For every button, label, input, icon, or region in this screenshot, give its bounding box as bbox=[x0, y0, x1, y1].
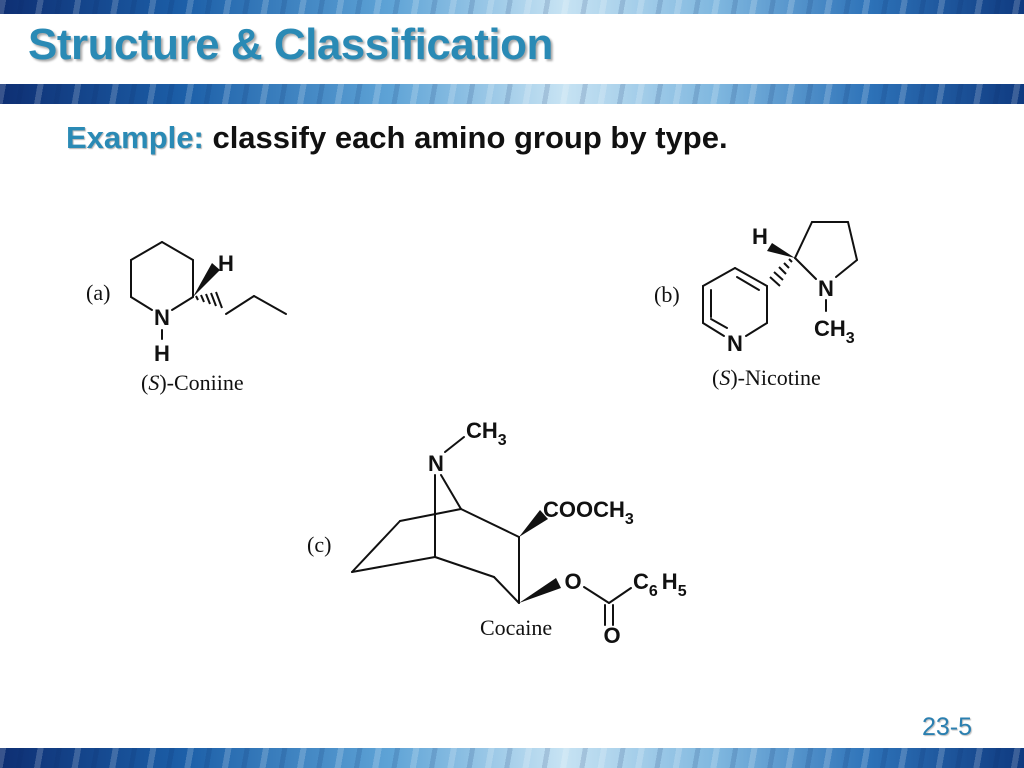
cocaine-ring-bond bbox=[351, 556, 436, 573]
cocaine-ester-bond bbox=[583, 586, 610, 604]
coniine-n-hydrogen: H bbox=[154, 341, 170, 366]
nicotine-pyrrolidine-bond bbox=[835, 259, 858, 278]
nicotine-pyridine-bond bbox=[702, 322, 725, 337]
nicotine-pyridine-bond bbox=[745, 322, 768, 337]
cocaine-nitrogen: N bbox=[428, 451, 444, 476]
cocaine-methyl: CH3 bbox=[466, 418, 507, 449]
nicotine-hash-bond bbox=[769, 258, 793, 287]
nicotine-methyl: CH3 bbox=[814, 316, 855, 347]
title-decorative-band bbox=[0, 84, 1024, 104]
coniine-bond bbox=[171, 296, 194, 311]
cocaine-ester-bond bbox=[608, 587, 632, 604]
slide-number: 23-5 bbox=[921, 713, 972, 741]
coniine-chain-bond bbox=[225, 295, 255, 315]
cocaine-o-wedge bbox=[519, 578, 561, 603]
nicotine-double-bond bbox=[710, 318, 728, 329]
bottom-decorative-band bbox=[0, 748, 1024, 768]
coniine-wedge-bond bbox=[193, 263, 220, 297]
nicotine-wedge-bond bbox=[767, 243, 795, 258]
nicotine-pyridine-bond bbox=[702, 267, 736, 287]
coniine-nitrogen: N bbox=[154, 305, 170, 330]
cocaine-ring-bond bbox=[460, 508, 520, 538]
cocaine-ring-bond bbox=[434, 556, 495, 578]
nicotine-double-bond bbox=[736, 276, 760, 291]
subtitle-text: classify each amino group by type. bbox=[203, 120, 728, 155]
cocaine-n-methyl-bond bbox=[444, 436, 465, 453]
slide-title: Structure & Classification bbox=[28, 20, 553, 69]
nicotine-pyrrolidine-bond bbox=[847, 221, 858, 261]
cocaine-bridge-bond bbox=[440, 474, 462, 510]
coniine-hydrogen: H bbox=[218, 251, 234, 276]
cocaine-ester-oxygen: O bbox=[564, 569, 581, 594]
nicotine-pyridine-bond bbox=[734, 267, 768, 287]
subtitle-lead: Example: bbox=[66, 120, 204, 155]
cocaine-ester-group: COOCH3 bbox=[543, 497, 634, 528]
coniine-bond bbox=[161, 241, 194, 261]
nicotine-hydrogen: H bbox=[752, 224, 768, 249]
top-decorative-band bbox=[0, 0, 1024, 14]
coniine-bond bbox=[130, 241, 163, 261]
cocaine-ring-bond bbox=[351, 520, 401, 573]
cocaine-ester-wedge bbox=[519, 510, 548, 537]
cocaine-ring-bond bbox=[493, 576, 520, 604]
nicotine-name: (S)-Nicotine bbox=[712, 365, 821, 390]
nicotine-pyridine-nitrogen: N bbox=[727, 331, 743, 356]
nicotine-pyrrolidine-nitrogen: N bbox=[818, 276, 834, 301]
cocaine-name: Cocaine bbox=[480, 615, 552, 640]
coniine-chain-bond bbox=[253, 295, 287, 315]
nicotine-tag: (b) bbox=[654, 282, 680, 307]
coniine-tag: (a) bbox=[86, 280, 110, 305]
cocaine-carbonyl-oxygen: O bbox=[603, 623, 620, 648]
coniine-bond bbox=[130, 296, 153, 311]
nicotine-pyrrolidine-bond bbox=[794, 221, 813, 259]
nicotine-structure: H N N CH3 (b) (S)-Nicotine bbox=[654, 221, 858, 390]
cocaine-tag: (c) bbox=[307, 532, 331, 557]
coniine-structure: N H H (a) (S)-Coniine bbox=[86, 241, 287, 395]
cocaine-ring-bond bbox=[399, 508, 462, 522]
coniine-name: (S)-Coniine bbox=[141, 370, 244, 395]
coniine-hash-bond bbox=[195, 291, 223, 309]
nicotine-pyrrolidine-bond bbox=[794, 257, 817, 280]
slide-subtitle: Example: classify each amino group by ty… bbox=[66, 120, 728, 156]
